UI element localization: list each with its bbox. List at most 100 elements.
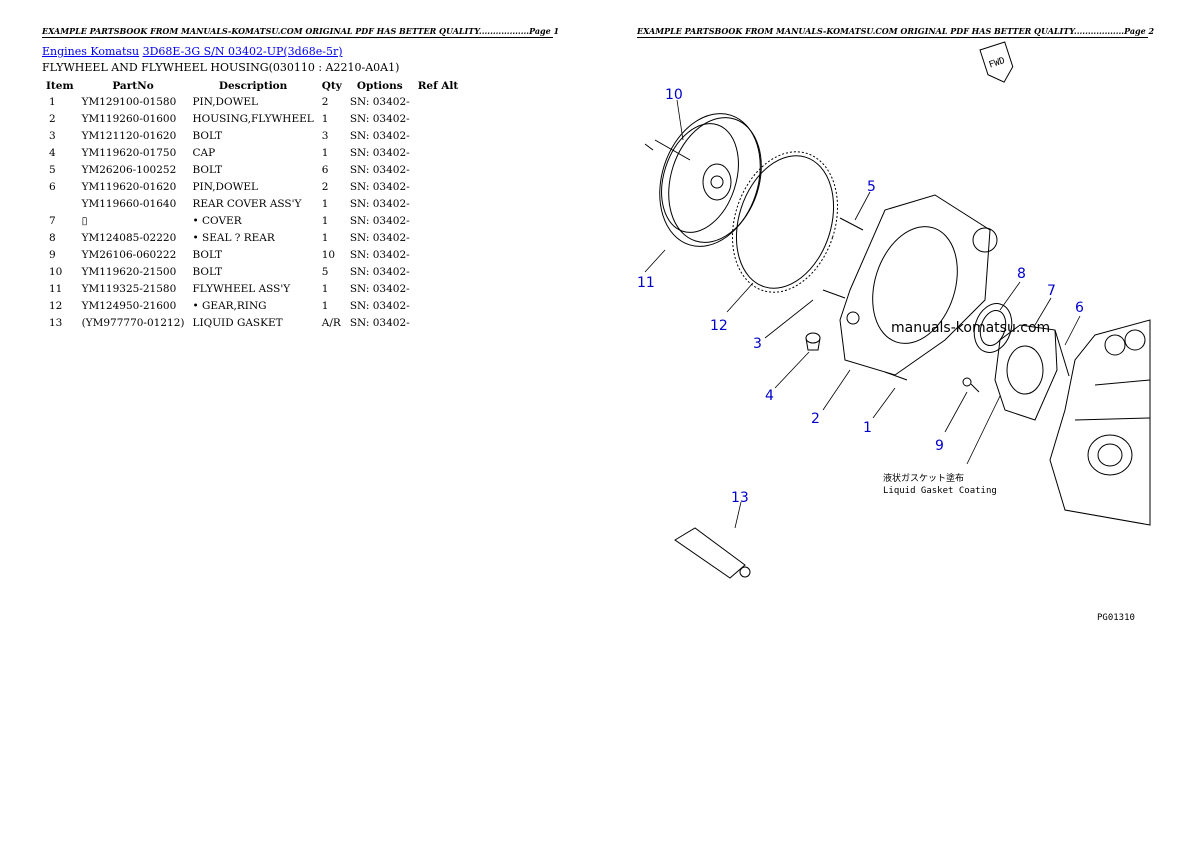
cell-ref: [414, 127, 463, 144]
callout-2: 2: [811, 411, 820, 427]
cell-partno: YM119620-01750: [81, 146, 177, 159]
svg-text:FWD: FWD: [988, 56, 1007, 71]
callout-7: 7: [1047, 283, 1056, 299]
cell-ref: [414, 212, 463, 229]
cell-qty: 5: [321, 265, 329, 278]
cell-options: SN: 03402-: [349, 265, 410, 278]
page-header: EXAMPLE PARTSBOOK FROM MANUALS-KOMATSU.C…: [637, 26, 1155, 38]
col-qty: Qty: [321, 79, 342, 92]
table-row: 8 YM124085-02220 • SEAL ? REAR 1 SN: 03402-: [42, 229, 462, 246]
page-2: EXAMPLE PARTSBOOK FROM MANUALS-KOMATSU.C…: [595, 0, 1190, 842]
cell-ref: [414, 246, 463, 263]
col-description: Description: [218, 79, 288, 92]
callout-12: 12: [710, 318, 728, 334]
callout-11: 11: [637, 275, 655, 291]
cell-partno: YM121120-01620: [81, 129, 177, 142]
cell-options: SN: 03402-: [349, 95, 410, 108]
cell-ref: [414, 93, 463, 110]
cell-item: [42, 195, 78, 212]
cell-item: 12: [49, 299, 63, 312]
cell-item: 13: [49, 316, 63, 329]
ring-gear-drawing: [731, 151, 839, 293]
cell-ref: [414, 297, 463, 314]
cell-desc: BOLT: [192, 163, 223, 176]
col-partno: PartNo: [112, 79, 154, 92]
cell-item: 11: [49, 282, 63, 295]
flywheel-housing-drawing: [822, 194, 998, 376]
cell-options: SN: 03402-: [349, 112, 410, 125]
cell-options: SN: 03402-: [349, 129, 410, 142]
cell-desc: HOUSING,FLYWHEEL: [192, 112, 314, 125]
cell-qty: A/R: [321, 316, 341, 329]
table-header-row: Item PartNo Description Qty Options Ref …: [42, 78, 462, 93]
cell-partno: (YM977770-01212): [81, 316, 185, 329]
breadcrumb: Engines Komatsu 3D68E-3G S/N 03402-UP(3d…: [42, 45, 343, 58]
cell-ref: [414, 314, 463, 331]
figure-code: PG01310: [1097, 613, 1135, 623]
cell-item: 4: [49, 146, 56, 159]
cell-qty: 2: [321, 180, 329, 193]
col-ref-alt: Ref Alt: [417, 79, 459, 92]
cell-desc: • SEAL ? REAR: [192, 231, 275, 244]
exploded-parts-diagram: FWD: [637, 41, 1151, 623]
cell-partno: YM129100-01580: [81, 95, 177, 108]
callout-10: 10: [665, 87, 683, 103]
cell-partno: YM26106-060222: [81, 248, 177, 261]
cell-item: 3: [49, 129, 56, 142]
cell-qty: 3: [321, 129, 329, 142]
cell-partno: ▯: [81, 214, 88, 227]
cell-ref: [414, 144, 463, 161]
cell-desc: • COVER: [192, 214, 242, 227]
col-item: Item: [46, 79, 74, 92]
cell-options: SN: 03402-: [349, 163, 410, 176]
cell-desc: CAP: [192, 146, 216, 159]
cell-partno: YM119660-01640: [81, 197, 177, 210]
cell-desc: LIQUID GASKET: [192, 316, 283, 329]
cell-item: 9: [49, 248, 56, 261]
cell-qty: 1: [321, 231, 329, 244]
cell-options: SN: 03402-: [349, 282, 410, 295]
cell-partno: YM124950-21600: [81, 299, 177, 312]
cell-desc: PIN,DOWEL: [192, 95, 259, 108]
rear-cover-drawing: [994, 324, 1058, 421]
callout-4: 4: [765, 388, 774, 404]
cell-qty: 2: [321, 95, 329, 108]
cell-options: SN: 03402-: [349, 197, 410, 210]
cell-options: SN: 03402-: [349, 146, 410, 159]
cell-partno: YM119620-21500: [81, 265, 177, 278]
cell-options: SN: 03402-: [349, 248, 410, 261]
cell-item: 7: [49, 214, 56, 227]
cell-qty: 6: [321, 163, 329, 176]
page-1: EXAMPLE PARTSBOOK FROM MANUALS-KOMATSU.C…: [42, 26, 560, 331]
cell-item: 6: [49, 180, 56, 193]
cell-qty: 1: [321, 146, 329, 159]
cell-qty: 1: [321, 282, 329, 295]
page-header: EXAMPLE PARTSBOOK FROM MANUALS-KOMATSU.C…: [42, 26, 560, 38]
cell-options: SN: 03402-: [349, 214, 410, 227]
cell-ref: [414, 178, 463, 195]
fwd-arrow-icon: FWD: [979, 41, 1014, 83]
cell-item: 10: [49, 265, 63, 278]
cell-desc: PIN,DOWEL: [192, 180, 259, 193]
cell-item: 8: [49, 231, 56, 244]
table-row: 1 YM129100-01580 PIN,DOWEL 2 SN: 03402-: [42, 93, 462, 110]
cell-options: SN: 03402-: [349, 231, 410, 244]
cell-item: 1: [49, 95, 56, 108]
breadcrumb-link-engines[interactable]: Engines Komatsu: [42, 45, 140, 58]
cell-ref: [414, 161, 463, 178]
watermark: manuals-komatsu.com: [891, 320, 1050, 336]
leader-lines: [644, 99, 1081, 529]
breadcrumb-link-model[interactable]: 3D68E-3G S/N 03402-UP(3d68e-5r): [142, 45, 343, 58]
cell-qty: 1: [321, 197, 329, 210]
cell-desc: • GEAR,RING: [192, 299, 267, 312]
pins-and-bolts-drawing: [884, 329, 1070, 393]
cell-partno: YM124085-02220: [81, 231, 177, 244]
coating-note-jp: 液状ガスケット塗布: [883, 472, 964, 484]
cell-ref: [414, 195, 463, 212]
